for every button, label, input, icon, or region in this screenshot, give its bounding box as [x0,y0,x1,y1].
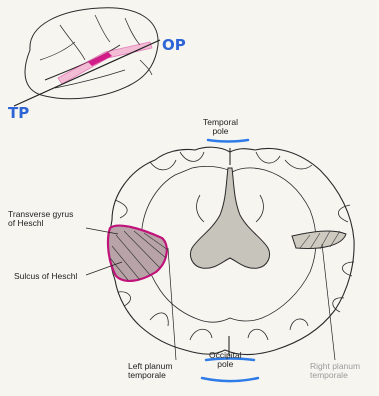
gyri-top-right [256,152,312,169]
label-sulcus-heschl: Sulcus of Heschl [14,272,77,281]
sulcus-d [40,42,75,60]
lateral-brain-outline [25,8,158,99]
label-temporal-pole: Temporal pole [203,118,238,136]
ventricle-right-horn [256,195,263,222]
underline-occipital-pole-2 [202,378,258,381]
sulcus-b [95,15,110,42]
sulcus-a [60,25,85,60]
ventricle-left-horn [197,195,204,222]
label-occipital-pole: Occipital pole [209,351,242,369]
planum-highlight-band [58,42,152,84]
label-transverse-gyrus: Transverse gyrus of Heschl [8,210,73,228]
lateral-brain-view [25,8,158,99]
annotation-op: OP [162,36,186,54]
tp-op-axis-line [14,40,160,106]
label-left-planum: Left planum temporale [128,362,172,380]
ventricle-shape [190,168,269,268]
sulcus-c [125,18,140,45]
leader-left-planum [168,248,176,360]
underline-temporal-pole [208,140,248,142]
annotation-tp: TP [8,104,29,122]
label-right-planum: Right planum temporale [310,362,360,380]
right-planum-region [292,231,346,249]
